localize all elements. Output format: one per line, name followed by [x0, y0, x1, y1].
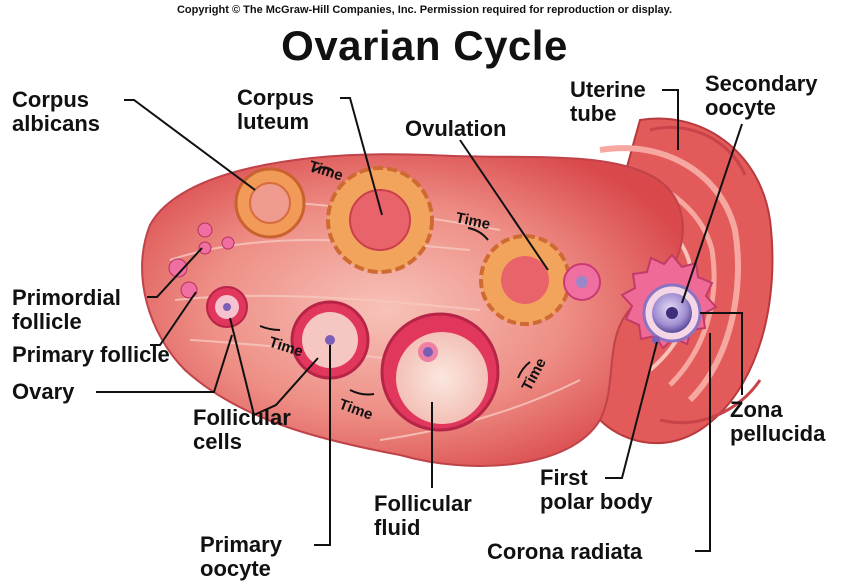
label-ovary: Ovary	[12, 380, 74, 404]
label-follicular-cells: Follicular cells	[193, 406, 291, 454]
label-corpus-luteum: Corpus luteum	[237, 86, 314, 134]
label-first-polar-body: First polar body	[540, 466, 652, 514]
label-primary-oocyte: Primary oocyte	[200, 533, 282, 581]
label-zona-pellucida: Zona pellucida	[730, 398, 825, 446]
label-primordial-follicle: Primordial follicle	[12, 286, 121, 334]
label-corona-radiata: Corona radiata	[487, 540, 642, 564]
label-follicular-fluid: Follicular fluid	[374, 492, 472, 540]
vesicular-follicle-structure	[382, 314, 498, 430]
label-primary-follicle: Primary follicle	[12, 343, 170, 367]
primary-follicle-structure	[207, 287, 247, 327]
corpus-luteum-structure	[328, 168, 432, 272]
label-secondary-oocyte: Secondary oocyte	[705, 72, 818, 120]
corpus-albicans-structure	[236, 169, 304, 237]
label-uterine-tube: Uterine tube	[570, 78, 646, 126]
label-corpus-albicans: Corpus albicans	[12, 88, 100, 136]
label-ovulation: Ovulation	[405, 117, 506, 141]
